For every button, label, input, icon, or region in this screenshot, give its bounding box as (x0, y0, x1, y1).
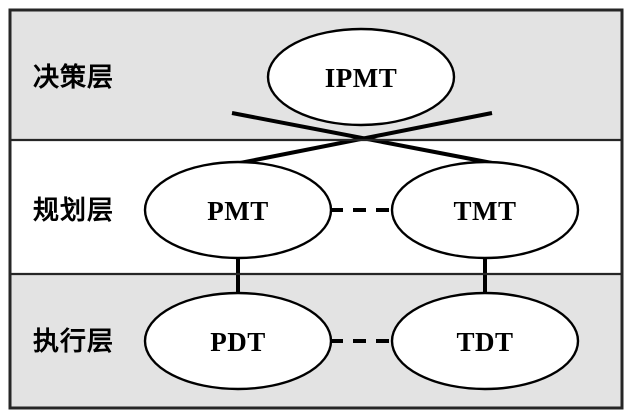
diagram-outer-frame (8, 8, 624, 410)
node-pmt-ellipse[interactable] (143, 160, 333, 260)
node-tdt[interactable]: TDT (390, 291, 580, 391)
band-label-execution: 执行层 (33, 326, 114, 357)
connector-ipmt-to-tmt (231, 111, 493, 165)
node-pmt[interactable]: PMT (143, 160, 333, 260)
node-ipmt[interactable]: IPMT (266, 27, 456, 127)
node-group: IPMT PMT TMT PDT TDT (143, 27, 580, 391)
node-tdt-label: TDT (456, 327, 513, 357)
node-ipmt-ellipse[interactable] (266, 27, 456, 127)
band-label-decision: 决策层 (33, 62, 114, 93)
node-pdt[interactable]: PDT (143, 291, 333, 391)
connector-group (231, 111, 493, 343)
node-tmt-ellipse[interactable] (390, 160, 580, 260)
band-label-planning: 规划层 (33, 196, 114, 226)
node-tmt-label: TMT (453, 196, 516, 226)
node-pdt-ellipse[interactable] (143, 291, 333, 391)
node-tmt[interactable]: TMT (390, 160, 580, 260)
node-ipmt-label: IPMT (325, 63, 398, 93)
band-label-group: 决策层 规划层 执行层 (33, 62, 114, 357)
band-dividers (10, 138, 622, 276)
node-pmt-label: PMT (207, 196, 269, 226)
node-pdt-label: PDT (210, 327, 266, 357)
node-tdt-ellipse[interactable] (390, 291, 580, 391)
